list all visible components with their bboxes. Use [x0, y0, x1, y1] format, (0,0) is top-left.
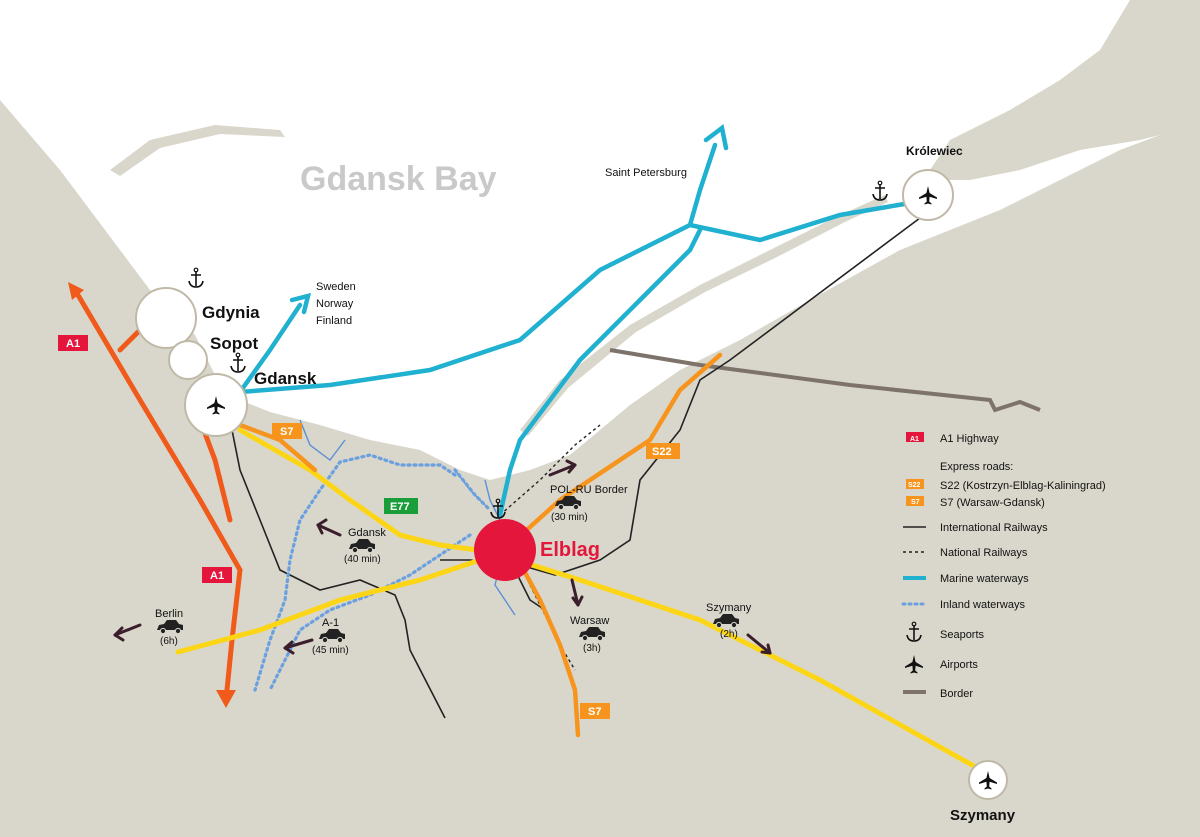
svg-text:Szymany: Szymany — [706, 602, 752, 614]
svg-text:A1: A1 — [210, 570, 224, 582]
legend-seaports: Seaports — [906, 621, 985, 642]
dest-saint-petersburg: Saint Petersburg — [605, 167, 687, 179]
inland-waterways — [253, 453, 492, 692]
border-line — [609, 348, 1041, 413]
svg-text:A-1: A-1 — [322, 617, 339, 629]
svg-text:Airports: Airports — [940, 659, 978, 671]
svg-text:A1 Highway: A1 Highway — [940, 433, 999, 445]
svg-text:(3h): (3h) — [583, 643, 601, 654]
hel-peninsula — [110, 125, 285, 176]
svg-text:S22: S22 — [908, 482, 921, 489]
sambia-coast — [930, 0, 1200, 180]
svg-text:A1: A1 — [66, 338, 80, 350]
express-roads — [237, 352, 723, 738]
svg-text:S7: S7 — [911, 499, 920, 506]
svg-text:POL-RU Border: POL-RU Border — [550, 484, 628, 496]
svg-text:Gdansk: Gdansk — [348, 527, 386, 539]
badge-s22: S22 — [646, 443, 680, 459]
bay-label: Gdansk Bay — [300, 160, 497, 198]
svg-text:E77: E77 — [390, 501, 410, 513]
travel-berlin: Berlin (6h) — [155, 608, 184, 647]
badge-a1-bottom: A1 — [202, 567, 232, 583]
legend-border: Border — [903, 688, 973, 700]
svg-text:(6h): (6h) — [160, 636, 178, 647]
travel-szymany: Szymany (2h) — [706, 602, 752, 640]
baltic-sea — [0, 0, 1200, 480]
marine-arrow-petersburg — [703, 124, 729, 151]
svg-text:(2h): (2h) — [720, 629, 738, 640]
legend-a1: A1 A1 Highway — [906, 432, 999, 445]
dest-sweden: Sweden — [316, 281, 356, 293]
svg-text:Marine waterways: Marine waterways — [940, 573, 1029, 585]
legend-natl-rail: National Railways — [903, 547, 1028, 559]
svg-text:Warsaw: Warsaw — [570, 615, 609, 627]
legend: A1 A1 Highway Express roads: S22 S22 (Ko… — [901, 432, 1106, 700]
badge-s7-north: S7 — [272, 423, 302, 439]
a1-arrow-south — [216, 690, 236, 708]
gdansk-label: Gdansk — [254, 369, 317, 388]
sopot-label: Sopot — [210, 334, 258, 353]
elblag-label: Elblag — [540, 539, 600, 561]
badge-e77: E77 — [384, 498, 418, 514]
badge-s7-south: S7 — [580, 703, 610, 719]
legend-s22: S22 S22 (Kostrzyn-Elblag-Kaliningrad) — [906, 479, 1106, 492]
elblag-circle — [474, 519, 536, 581]
svg-text:S7: S7 — [280, 426, 293, 438]
travel-warsaw: Warsaw (3h) — [570, 615, 609, 654]
svg-text:S7 (Warsaw-Gdansk): S7 (Warsaw-Gdansk) — [940, 497, 1045, 509]
svg-text:(45 min): (45 min) — [312, 645, 349, 656]
dest-norway: Norway — [316, 298, 354, 310]
svg-text:(40 min): (40 min) — [344, 554, 381, 565]
gdynia-circle — [135, 287, 197, 349]
svg-text:Border: Border — [940, 688, 973, 700]
vistula-spit — [520, 195, 888, 436]
svg-text:Seaports: Seaports — [940, 629, 985, 641]
svg-text:S22 (Kostrzyn-Elblag-Kaliningr: S22 (Kostrzyn-Elblag-Kaliningrad) — [940, 480, 1106, 492]
badge-a1-top: A1 — [58, 335, 88, 351]
krolewiec-label: Królewiec — [906, 144, 963, 158]
a1-arrow-north — [68, 282, 84, 300]
legend-marine: Marine waterways — [903, 573, 1029, 585]
legend-inland: Inland waterways — [901, 599, 1025, 611]
gdynia-label: Gdynia — [202, 303, 260, 322]
svg-text:(30 min): (30 min) — [551, 512, 588, 523]
svg-text:A1: A1 — [910, 436, 919, 443]
legend-airports: Airports — [905, 655, 978, 674]
marine-waterways — [237, 142, 913, 518]
svg-text:Berlin: Berlin — [155, 608, 183, 620]
travel-border: POL-RU Border (30 min) — [550, 484, 628, 523]
legend-express-heading: Express roads: — [940, 461, 1013, 473]
dest-finland: Finland — [316, 315, 352, 327]
svg-text:Inland waterways: Inland waterways — [940, 599, 1025, 611]
travel-arrows — [113, 459, 772, 655]
svg-text:National Railways: National Railways — [940, 547, 1028, 559]
legend-s7: S7 S7 (Warsaw-Gdansk) — [906, 496, 1045, 509]
sopot-circle — [168, 340, 208, 380]
svg-text:S22: S22 — [652, 446, 672, 458]
travel-gdansk: Gdansk (40 min) — [344, 527, 386, 565]
svg-text:International Railways: International Railways — [940, 522, 1048, 534]
marine-arrow-sweden — [289, 292, 312, 315]
szymany-label: Szymany — [950, 807, 1016, 824]
svg-text:S7: S7 — [588, 706, 601, 718]
travel-a1: A-1 (45 min) — [312, 617, 349, 656]
legend-intl-rail: International Railways — [903, 522, 1048, 534]
